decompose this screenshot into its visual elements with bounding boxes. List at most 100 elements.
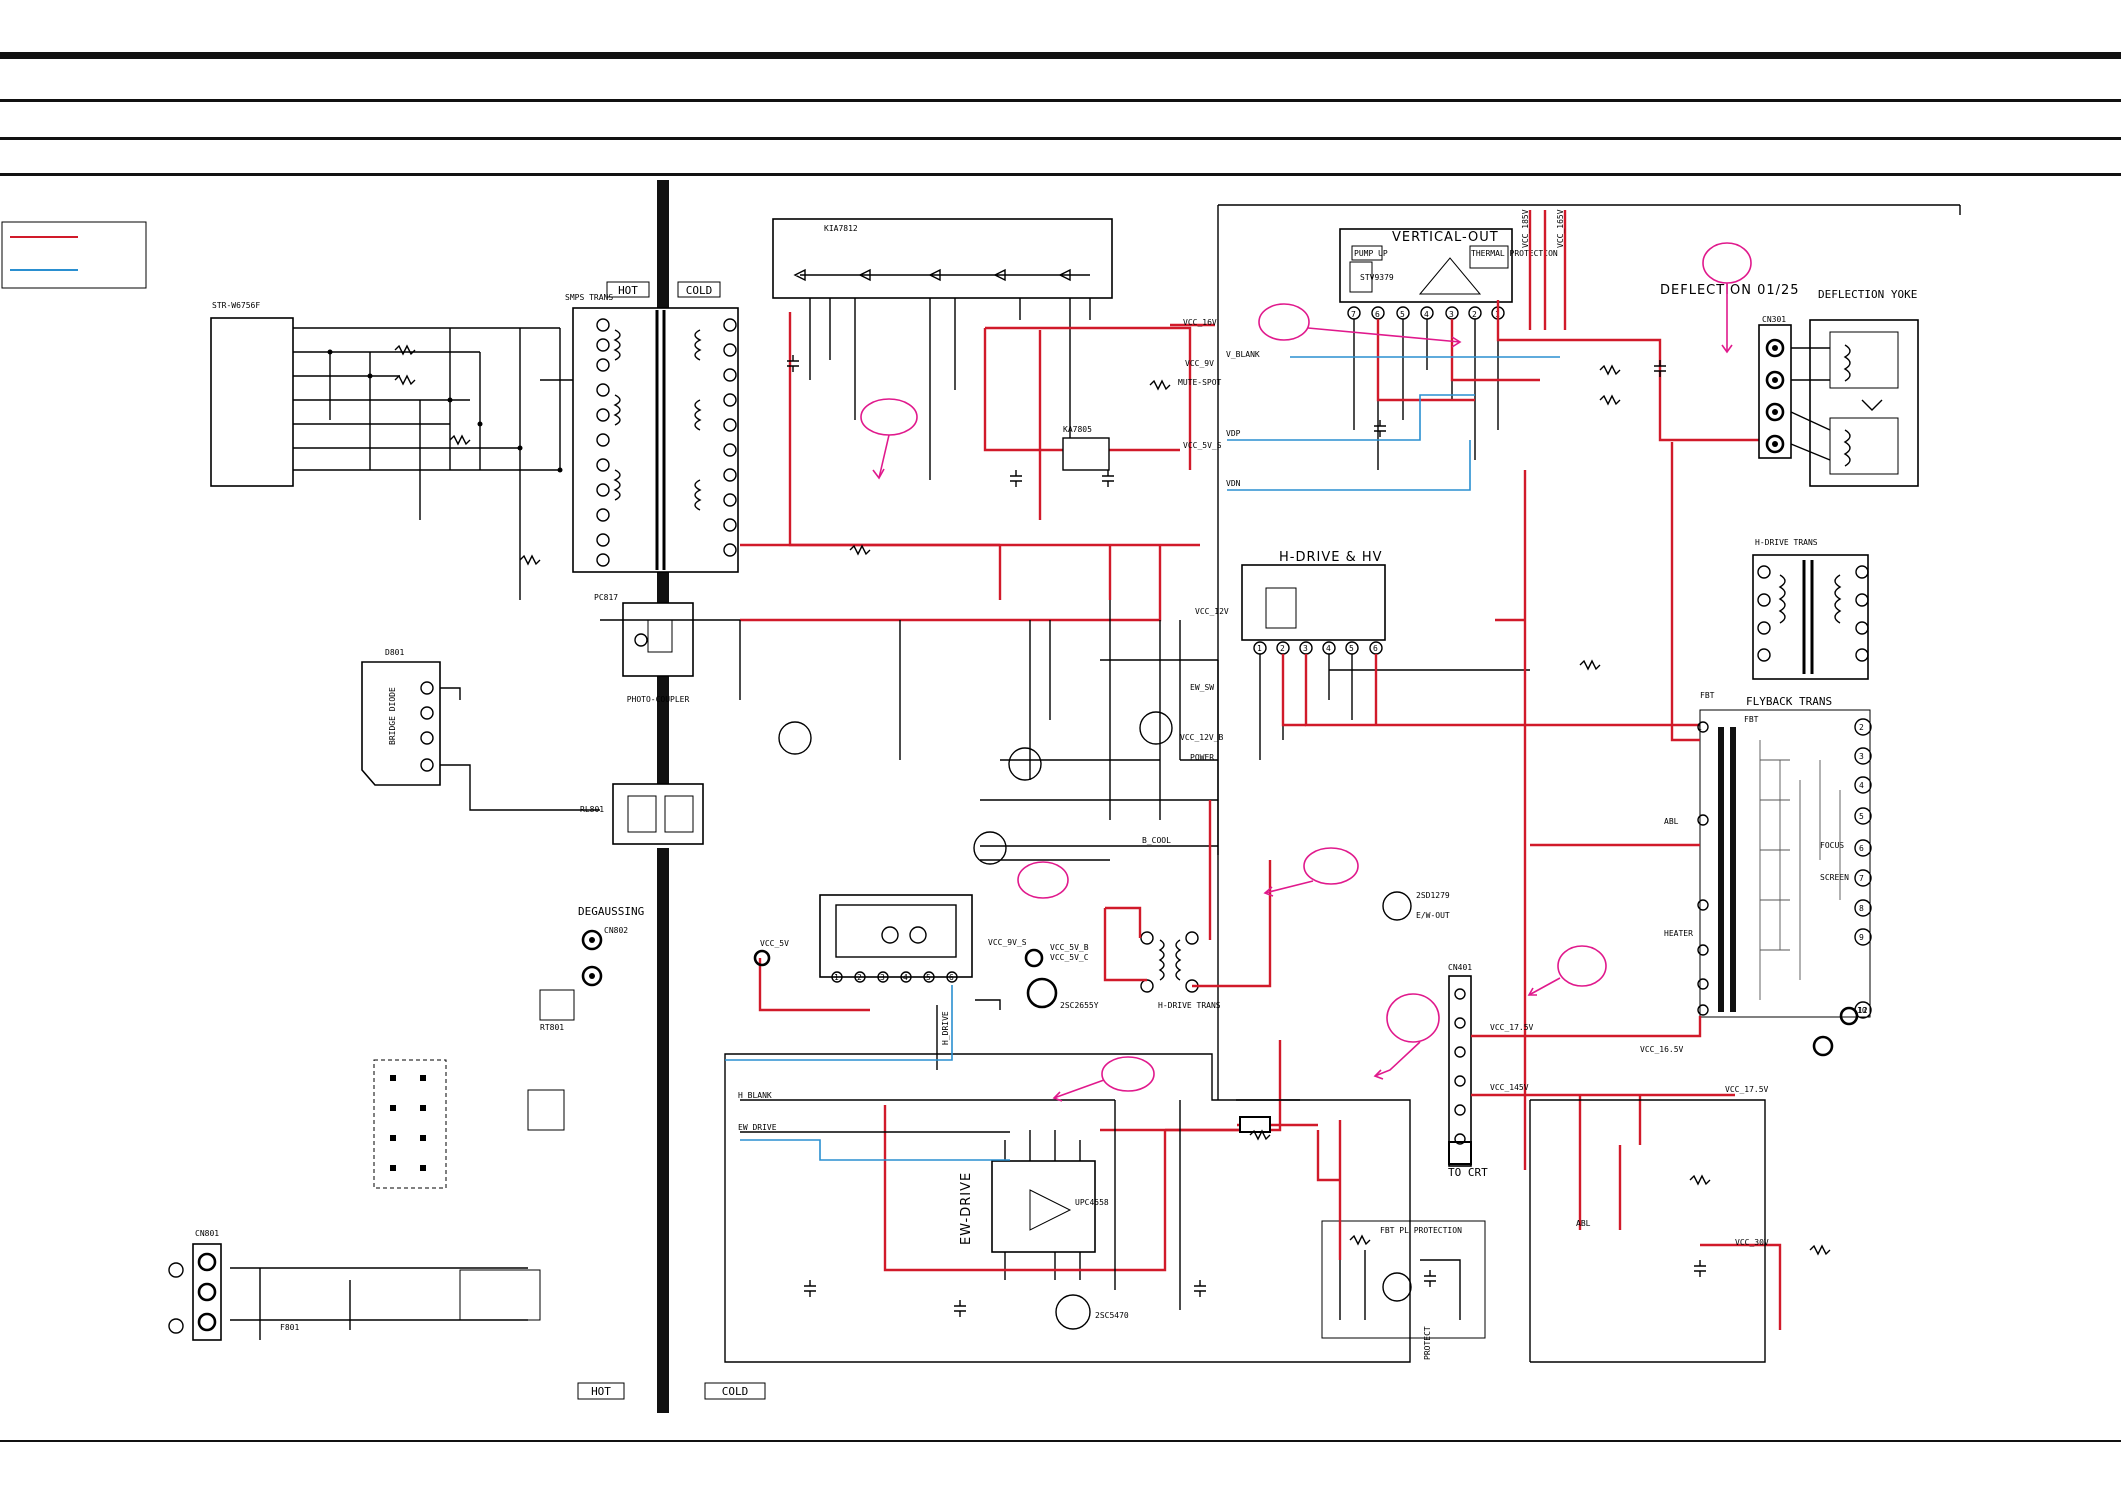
hot-bottom-label: HOT	[591, 1385, 611, 1398]
ew-out-label: E/W-OUT	[1416, 911, 1450, 920]
net-vcc165: VCC_165V	[1556, 209, 1565, 248]
ac-inlet: CN801	[168, 1229, 222, 1341]
net-vcc9v: VCC_9V	[1185, 359, 1214, 368]
thermal-protection-label: THERMAL PROTECTION	[1471, 249, 1558, 258]
degaussing-connector: CN802	[604, 926, 628, 935]
vertical-out-label: VERTICAL-OUT	[1392, 230, 1499, 245]
net-vcc5vb: VCC_5V_B	[1050, 943, 1089, 952]
ew-wiring	[740, 1099, 1318, 1310]
fbt-pin-8: 8	[1859, 904, 1864, 913]
vic-pin-6: 6	[1375, 310, 1380, 319]
vic-pin-2: 2	[1472, 310, 1477, 319]
prot-pin-4: 4	[903, 973, 908, 982]
hdrv-pin-5: 5	[1349, 644, 1354, 653]
vblank-signal: V_BLANK	[1226, 350, 1260, 359]
to-crt-label: TO CRT	[1448, 1166, 1488, 1179]
fbt-pin-2: 2	[1859, 723, 1864, 732]
fbt-pin-6: 6	[1859, 844, 1864, 853]
vertical-out-block: VERTICAL-OUT PUMP UP THERMAL PROTECTION …	[1227, 210, 1765, 491]
smps-transformer: SMPS TRANS	[565, 293, 739, 573]
regulator-5v-part: KA7805	[1063, 425, 1092, 434]
protect-signal: PROTECT	[1423, 1326, 1432, 1360]
net-bcool: B_COOL	[1142, 836, 1171, 845]
photo-coupler-block: PHOTO-COUPLER PC817	[594, 593, 694, 704]
net-vcc30v: VCC_30V	[1735, 1238, 1769, 1247]
legend	[1, 221, 147, 289]
ew-out-part: 2SD1279	[1416, 891, 1450, 900]
transistors	[778, 437, 1173, 865]
deflection-conn-part: CN301	[1762, 315, 1786, 324]
deflection-yoke	[1790, 319, 1919, 487]
bridge-diode-block: BRIDGE DIODE D801	[361, 648, 600, 811]
h-drive-trans: H-DRIVE TRANS	[1103, 800, 1272, 1010]
prot-pin-1: 1	[834, 973, 839, 982]
net-vcc5v: VCC_5V	[760, 939, 789, 948]
vic-pin-3: 3	[1449, 310, 1454, 319]
fbt-pin-1: 1	[1697, 723, 1702, 732]
ew-out-transistor: E/W-OUT 2SD1279 2SC2655Y	[1026, 891, 1450, 1010]
net-vcc165b: VCC_16.5V	[1640, 1045, 1684, 1054]
cold-bottom-label: COLD	[722, 1385, 749, 1398]
fbt-focus: FOCUS	[1820, 841, 1844, 850]
fbt-label: FBT	[1744, 715, 1759, 724]
fbt-abl: ABL	[1664, 817, 1679, 826]
h-drive-trans-label: H-DRIVE TRANS	[1158, 1001, 1221, 1010]
supply-rails	[740, 312, 1215, 622]
fbt-pin-12: 12	[1858, 1006, 1868, 1015]
h-drive-hv-label: H-DRIVE & HV	[1279, 550, 1383, 565]
regulator-part: KIA7812	[824, 224, 858, 233]
hdrv-pin-1: 1	[1257, 644, 1262, 653]
deflection-yoke-label: DEFLECTION YOKE	[1818, 288, 1917, 301]
net-vcc175: VCC_17.5V	[1490, 1023, 1534, 1032]
callouts	[860, 242, 1752, 1102]
net-vcc5vc: VCC_5V_C	[1050, 953, 1089, 962]
passive-components	[394, 344, 1831, 1317]
deflection-connector: CN301	[1758, 315, 1792, 459]
vic-pin-7: 7	[1351, 310, 1356, 319]
regulator-module: KIA7812	[772, 218, 1113, 480]
net-vcc175b: VCC_17.5V	[1725, 1085, 1769, 1094]
flyback-block: FLYBACK TRANS FBT 1 2 3 4 5 6 7 8 9 10 A…	[1664, 691, 1872, 1057]
prot-pin-2: 2	[857, 973, 862, 982]
cold-top-label: COLD	[686, 284, 713, 297]
hot-top-label: HOT	[618, 284, 638, 297]
fbt-pin-7: 7	[1859, 874, 1864, 883]
ewdrive-signal: EW_DRIVE	[738, 1123, 777, 1132]
ew-drive-block: EW-DRIVE UPC4558 2SC5470	[883, 1040, 1282, 1330]
net-hdrive: H_DRIVE	[941, 1011, 950, 1045]
prot-pin-3: 3	[880, 973, 885, 982]
vertical-ic-part: STV9379	[1360, 273, 1394, 282]
bridge-diode-part: D801	[385, 648, 404, 657]
net-vcc16v: VCC_16V	[1183, 318, 1217, 327]
vdp-signal: VDP	[1226, 429, 1241, 438]
ew-drive-label: EW-DRIVE	[959, 1172, 974, 1245]
fbt-pin-4: 4	[1859, 781, 1864, 790]
fbt-pin-5: 5	[1859, 812, 1864, 821]
flyback-part: FBT	[1700, 691, 1715, 700]
hdrv-pin-2: 2	[1280, 644, 1285, 653]
fuse-part: F801	[280, 1323, 299, 1332]
net-vcc9vs: VCC_9V_S	[988, 938, 1027, 947]
relay-part: RL801	[580, 805, 604, 814]
deflection-rails	[1495, 442, 1700, 880]
fbt-protection-block: FBT PL PROTECTION	[1316, 1120, 1486, 1339]
line-filter-block: F801	[230, 1059, 565, 1340]
net-ewsw: EW_SW	[1190, 683, 1214, 692]
posistor-part: RT801	[540, 1023, 564, 1032]
net-power: POWER	[1190, 753, 1214, 762]
net-vcc5vs: VCC_5V_S	[1183, 441, 1222, 450]
degaussing-block: DEGAUSSING CN802 RT801	[539, 905, 644, 1032]
prot-pin-5: 5	[926, 973, 931, 982]
net-labels: VCC_16V VCC_5V_S VCC_12V VCC_17.5V VCC_3…	[760, 209, 1769, 1247]
vdn-signal: VDN	[1226, 479, 1241, 488]
abl-signal: ABL	[1576, 1219, 1591, 1228]
prot-pin-6: 6	[949, 973, 954, 982]
net-vcc185: VCC_185V	[1521, 209, 1530, 248]
photo-coupler-label: PHOTO-COUPLER	[627, 695, 690, 704]
net-vcc12v: VCC_12V	[1195, 607, 1229, 616]
crt-conn-part: CN401	[1448, 963, 1472, 972]
hdrv-pin-4: 4	[1326, 644, 1331, 653]
fbt-pin-9: 9	[1859, 933, 1864, 942]
h-drive-hv-block: H-DRIVE & HV 1 2 3 4 5 6	[1241, 550, 1700, 760]
